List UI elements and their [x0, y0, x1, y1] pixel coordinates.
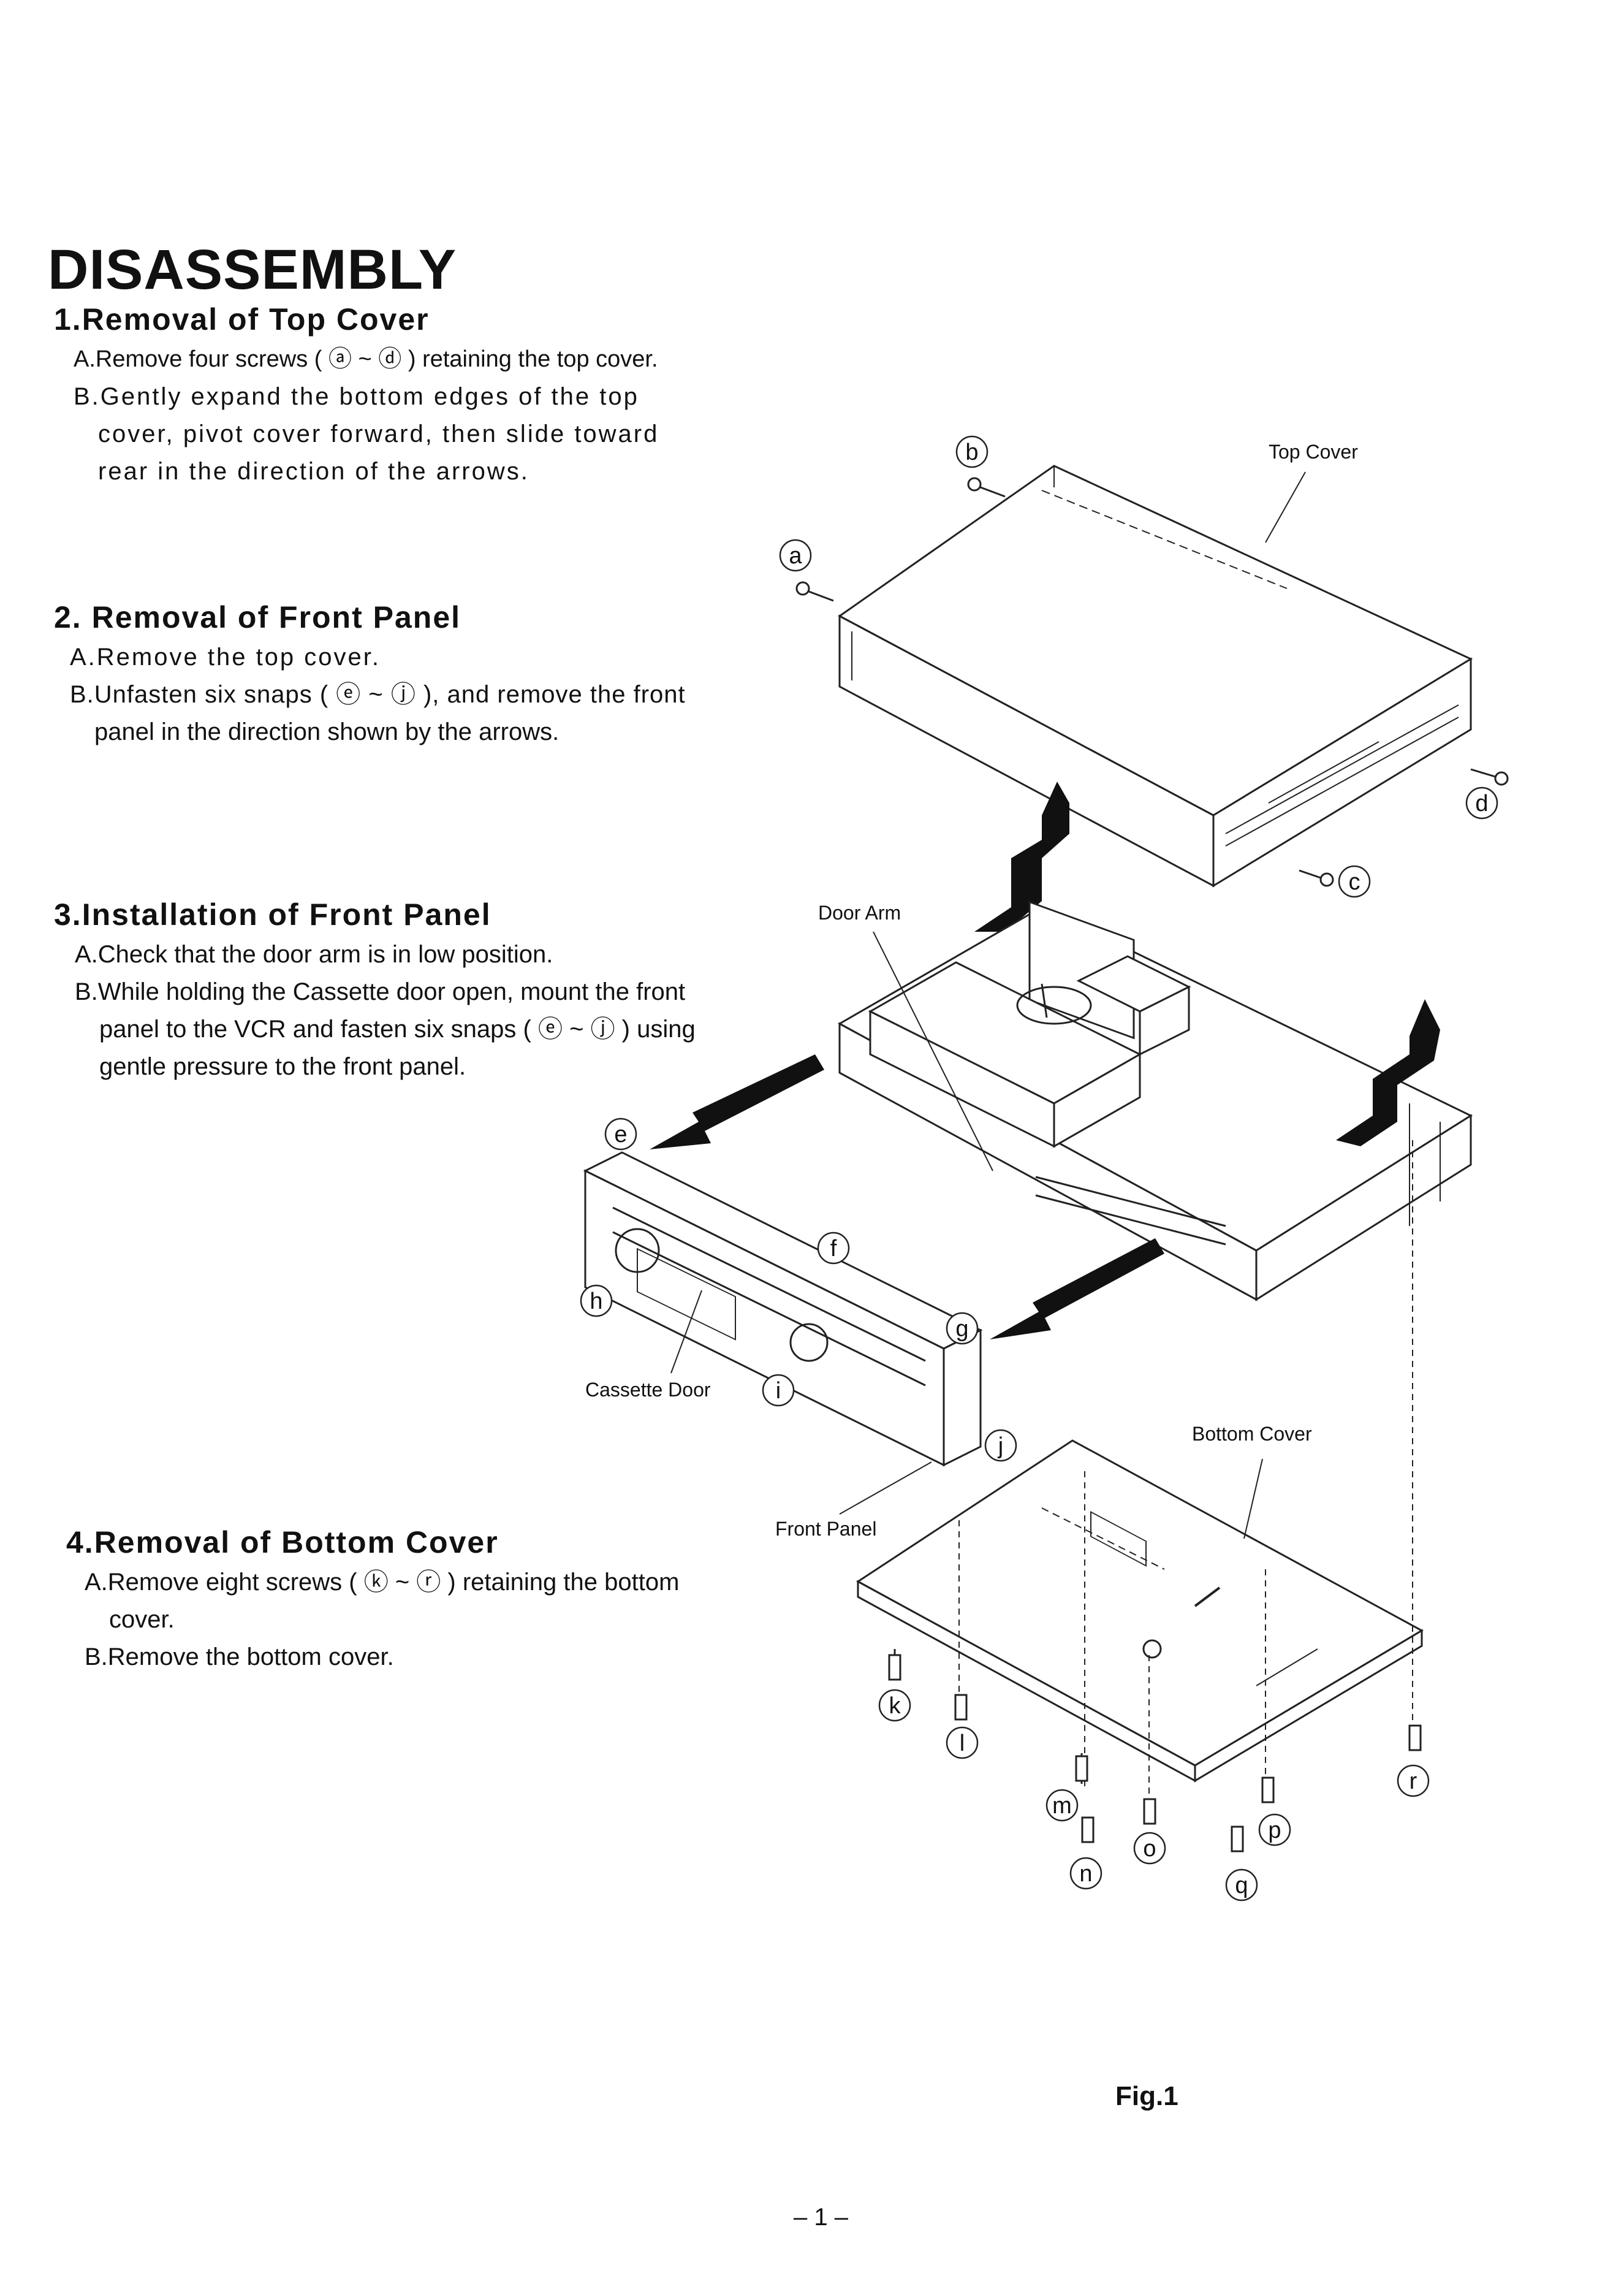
section-front-panel: 2. Removal of Front Panel A.Remove the t…	[54, 600, 838, 751]
page-number: – 1 –	[794, 2204, 848, 2231]
step-line: B.Gently expand the bottom edges of the …	[74, 383, 639, 410]
svg-text:g: g	[955, 1316, 968, 1342]
callout-o: o	[1133, 1832, 1166, 1865]
svg-text:r: r	[1410, 1768, 1417, 1794]
step-line: cover, pivot cover forward, then slide t…	[98, 421, 659, 447]
callout-r: r	[1397, 1764, 1430, 1797]
callout-i: i	[762, 1374, 795, 1407]
top-cover-label: Top Cover	[1269, 441, 1358, 463]
section-bottom-cover: 4.Removal of Bottom Cover A.Remove eight…	[66, 1525, 851, 1676]
step-line: A.Remove eight screws ( ⓚ ~ ⓡ ) retainin…	[85, 1569, 680, 1596]
svg-text:h: h	[590, 1289, 602, 1314]
cassette-door-label: Cassette Door	[585, 1379, 711, 1401]
screw-icon	[1075, 1753, 1088, 1784]
callout-h: h	[580, 1284, 613, 1317]
section-body: A.Remove the top cover. B.Unfasten six s…	[70, 639, 838, 751]
screw-icon	[954, 1694, 968, 1721]
svg-text:d: d	[1475, 791, 1488, 817]
svg-text:o: o	[1143, 1836, 1156, 1862]
step-line: panel to the VCR and fasten six snaps ( …	[99, 1016, 696, 1043]
left-arrow-icon	[650, 1054, 824, 1149]
section-heading: 1.Removal of Top Cover	[54, 302, 430, 337]
svg-text:b: b	[965, 440, 978, 465]
section-top-cover: 1.Removal of Top Cover A.Remove four scr…	[54, 302, 838, 490]
svg-text:l: l	[960, 1730, 965, 1756]
svg-text:k: k	[889, 1693, 901, 1719]
callout-j: j	[984, 1429, 1017, 1462]
top-cover-part	[838, 465, 1473, 888]
step-line: B.While holding the Cassette door open, …	[75, 978, 686, 1005]
step-line: cover.	[109, 1606, 175, 1633]
left-arrow-icon	[990, 1238, 1164, 1339]
svg-text:m: m	[1052, 1793, 1072, 1819]
svg-text:e: e	[614, 1122, 627, 1148]
section-heading: 2. Removal of Front Panel	[54, 600, 461, 634]
section-install-front-panel: 3.Installation of Front Panel A.Check th…	[54, 897, 838, 1086]
screw-guide-lines	[958, 1140, 1413, 1814]
screw-icon	[1143, 1798, 1156, 1825]
svg-text:i: i	[776, 1378, 781, 1404]
svg-text:f: f	[830, 1236, 837, 1262]
screw-icon	[967, 477, 1006, 498]
section-heading: 3.Installation of Front Panel	[54, 897, 491, 932]
leader-lines	[670, 471, 1306, 1539]
callout-m: m	[1045, 1789, 1079, 1822]
callout-k: k	[878, 1689, 911, 1722]
section-heading: 4.Removal of Bottom Cover	[66, 1525, 499, 1559]
section-body: A.Check that the door arm is in low posi…	[75, 936, 838, 1086]
step-line: gentle pressure to the front panel.	[99, 1053, 466, 1080]
bottom-cover-label: Bottom Cover	[1192, 1423, 1312, 1445]
door-arm-label: Door Arm	[818, 902, 901, 924]
callout-q: q	[1225, 1868, 1258, 1902]
callout-f: f	[817, 1232, 850, 1265]
callout-g: g	[946, 1312, 979, 1345]
up-arrow-icon	[1336, 999, 1440, 1146]
callout-a: a	[779, 539, 812, 572]
step-line: A.Remove four screws ( ⓐ ~ ⓓ ) retaining…	[74, 346, 658, 372]
step-line: panel in the direction shown by the arro…	[94, 718, 560, 745]
screw-icon	[1261, 1776, 1275, 1803]
callout-d: d	[1465, 786, 1498, 820]
callout-c: c	[1338, 865, 1371, 898]
svg-text:a: a	[789, 543, 802, 569]
svg-text:n: n	[1079, 1861, 1092, 1887]
callout-p: p	[1258, 1813, 1291, 1846]
figure-caption: Fig.1	[1115, 2081, 1178, 2111]
screw-icon	[1231, 1826, 1244, 1852]
section-body: A.Remove eight screws ( ⓚ ~ ⓡ ) retainin…	[85, 1564, 851, 1676]
callout-b: b	[955, 435, 988, 468]
step-line: A.Check that the door arm is in low posi…	[75, 941, 553, 968]
callout-e: e	[604, 1117, 637, 1151]
screw-icon	[1470, 768, 1509, 786]
step-line: B.Remove the bottom cover.	[85, 1643, 394, 1670]
callout-l: l	[946, 1726, 979, 1759]
step-line: A.Remove the top cover.	[70, 644, 381, 671]
page-title: DISASSEMBLY	[48, 238, 457, 301]
callout-n: n	[1069, 1857, 1102, 1890]
svg-text:c: c	[1349, 869, 1360, 895]
svg-text:j: j	[998, 1433, 1003, 1459]
up-arrow-icon	[974, 782, 1069, 932]
vcr-chassis-part	[837, 900, 1473, 1301]
svg-text:p: p	[1268, 1818, 1281, 1843]
screw-icon	[1408, 1724, 1422, 1751]
front-panel-label: Front Panel	[775, 1518, 876, 1540]
step-line: B.Unfasten six snaps ( ⓔ ~ ⓙ ), and remo…	[70, 681, 686, 708]
screw-icon	[795, 581, 834, 602]
step-line: rear in the direction of the arrows.	[98, 458, 529, 485]
svg-text:q: q	[1235, 1873, 1248, 1898]
screw-icon	[1299, 869, 1334, 887]
front-panel-part	[583, 1151, 983, 1467]
bottom-cover-part	[856, 1439, 1424, 1783]
section-body: A.Remove four screws ( ⓐ ~ ⓓ ) retaining…	[74, 341, 838, 490]
screw-icon	[888, 1649, 901, 1681]
screw-icon	[1081, 1816, 1095, 1843]
